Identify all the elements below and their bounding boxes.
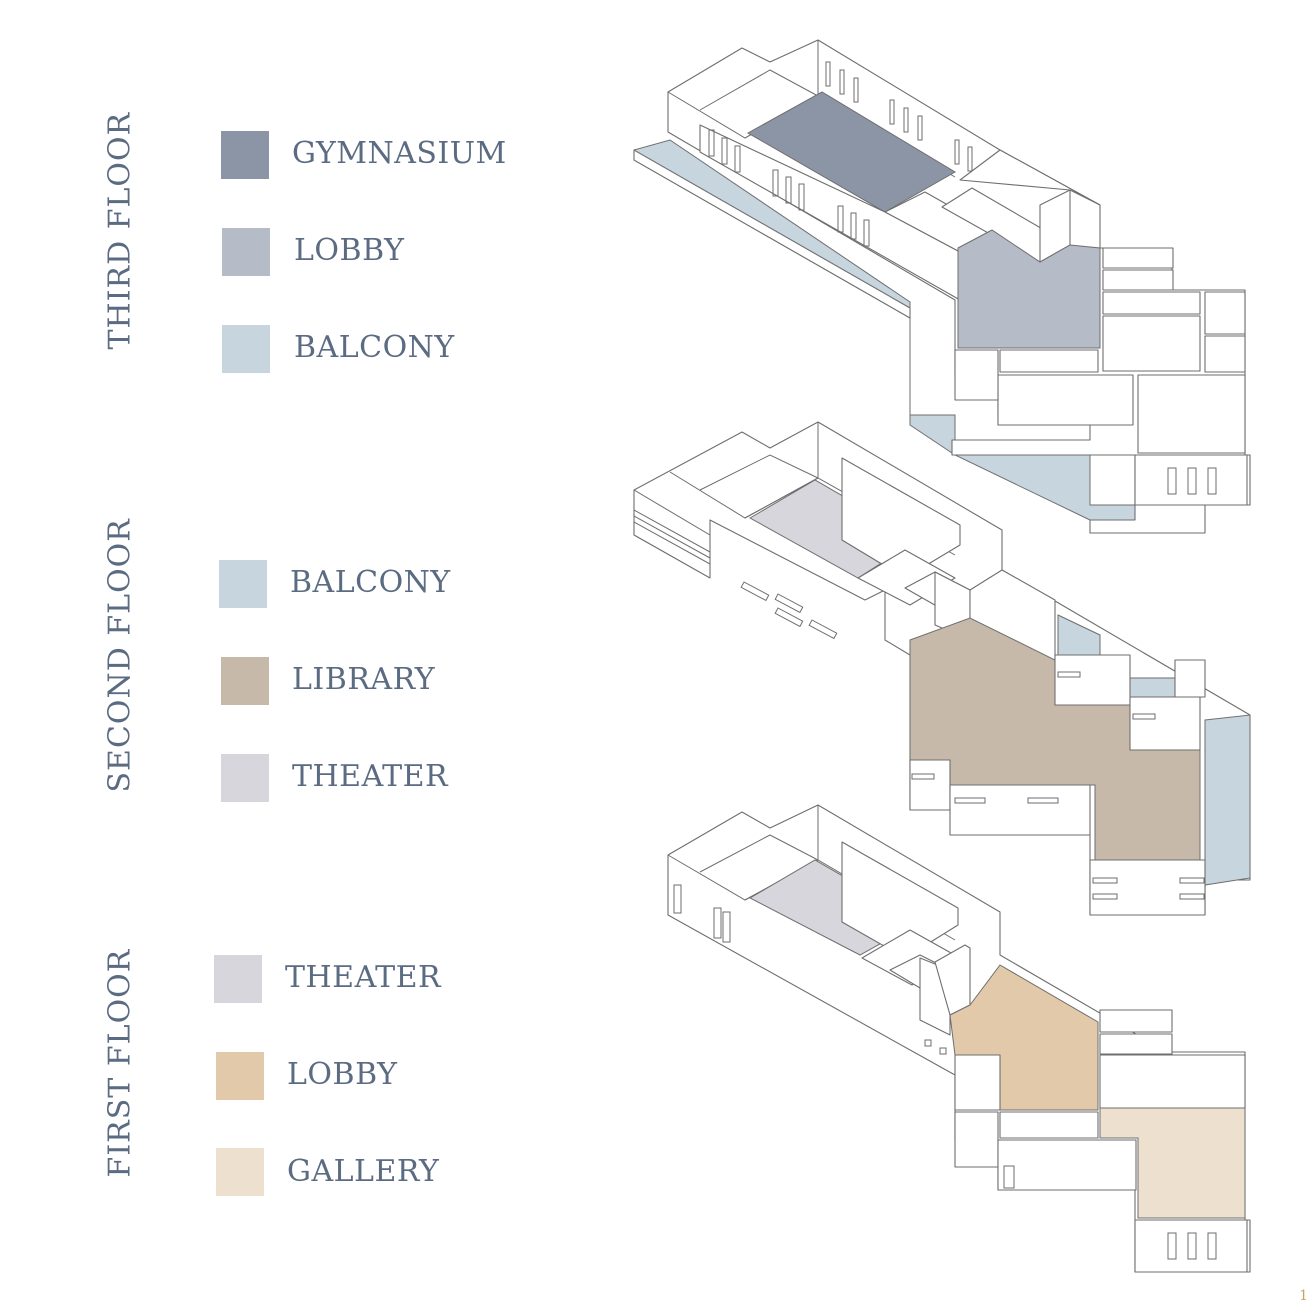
- legend-swatch-gymnasium: [221, 131, 269, 179]
- third-floor-plan: [633, 39, 1251, 534]
- second-floor-plan: [633, 421, 1251, 916]
- legend-swatch-gallery: [216, 1148, 264, 1196]
- legend-swatch-lobby: [222, 228, 270, 276]
- third-floor-lobby-zone: [957, 229, 1101, 349]
- first-floor-plan: [667, 804, 1251, 1273]
- legend-label-gymnasium: GYMNASIUM: [292, 136, 507, 171]
- legend-label-library: LIBRARY: [292, 662, 436, 697]
- second-floor-balcony-zone: [1129, 677, 1176, 698]
- legend-swatch-library: [221, 657, 269, 705]
- legend-label-theater: THEATER: [285, 960, 442, 995]
- legend-swatch-balcony: [219, 560, 267, 608]
- legend-swatch-balcony: [222, 325, 270, 373]
- legend-swatch-theater: [214, 955, 262, 1003]
- legend-label-theater: THEATER: [292, 759, 449, 794]
- second-floor-balcony-zone: [1204, 714, 1251, 886]
- legend-label-lobby: LOBBY: [287, 1057, 398, 1092]
- page-number: 1: [1299, 1288, 1308, 1304]
- legend-label-gallery: GALLERY: [287, 1154, 440, 1189]
- legend-label-balcony: BALCONY: [294, 330, 455, 365]
- legend-swatch-lobby: [216, 1052, 264, 1100]
- legend-label-lobby: LOBBY: [294, 233, 405, 268]
- legend-label-balcony: BALCONY: [290, 565, 451, 600]
- third-floor-gymnasium-zone: [746, 91, 956, 213]
- legend-swatch-theater: [221, 754, 269, 802]
